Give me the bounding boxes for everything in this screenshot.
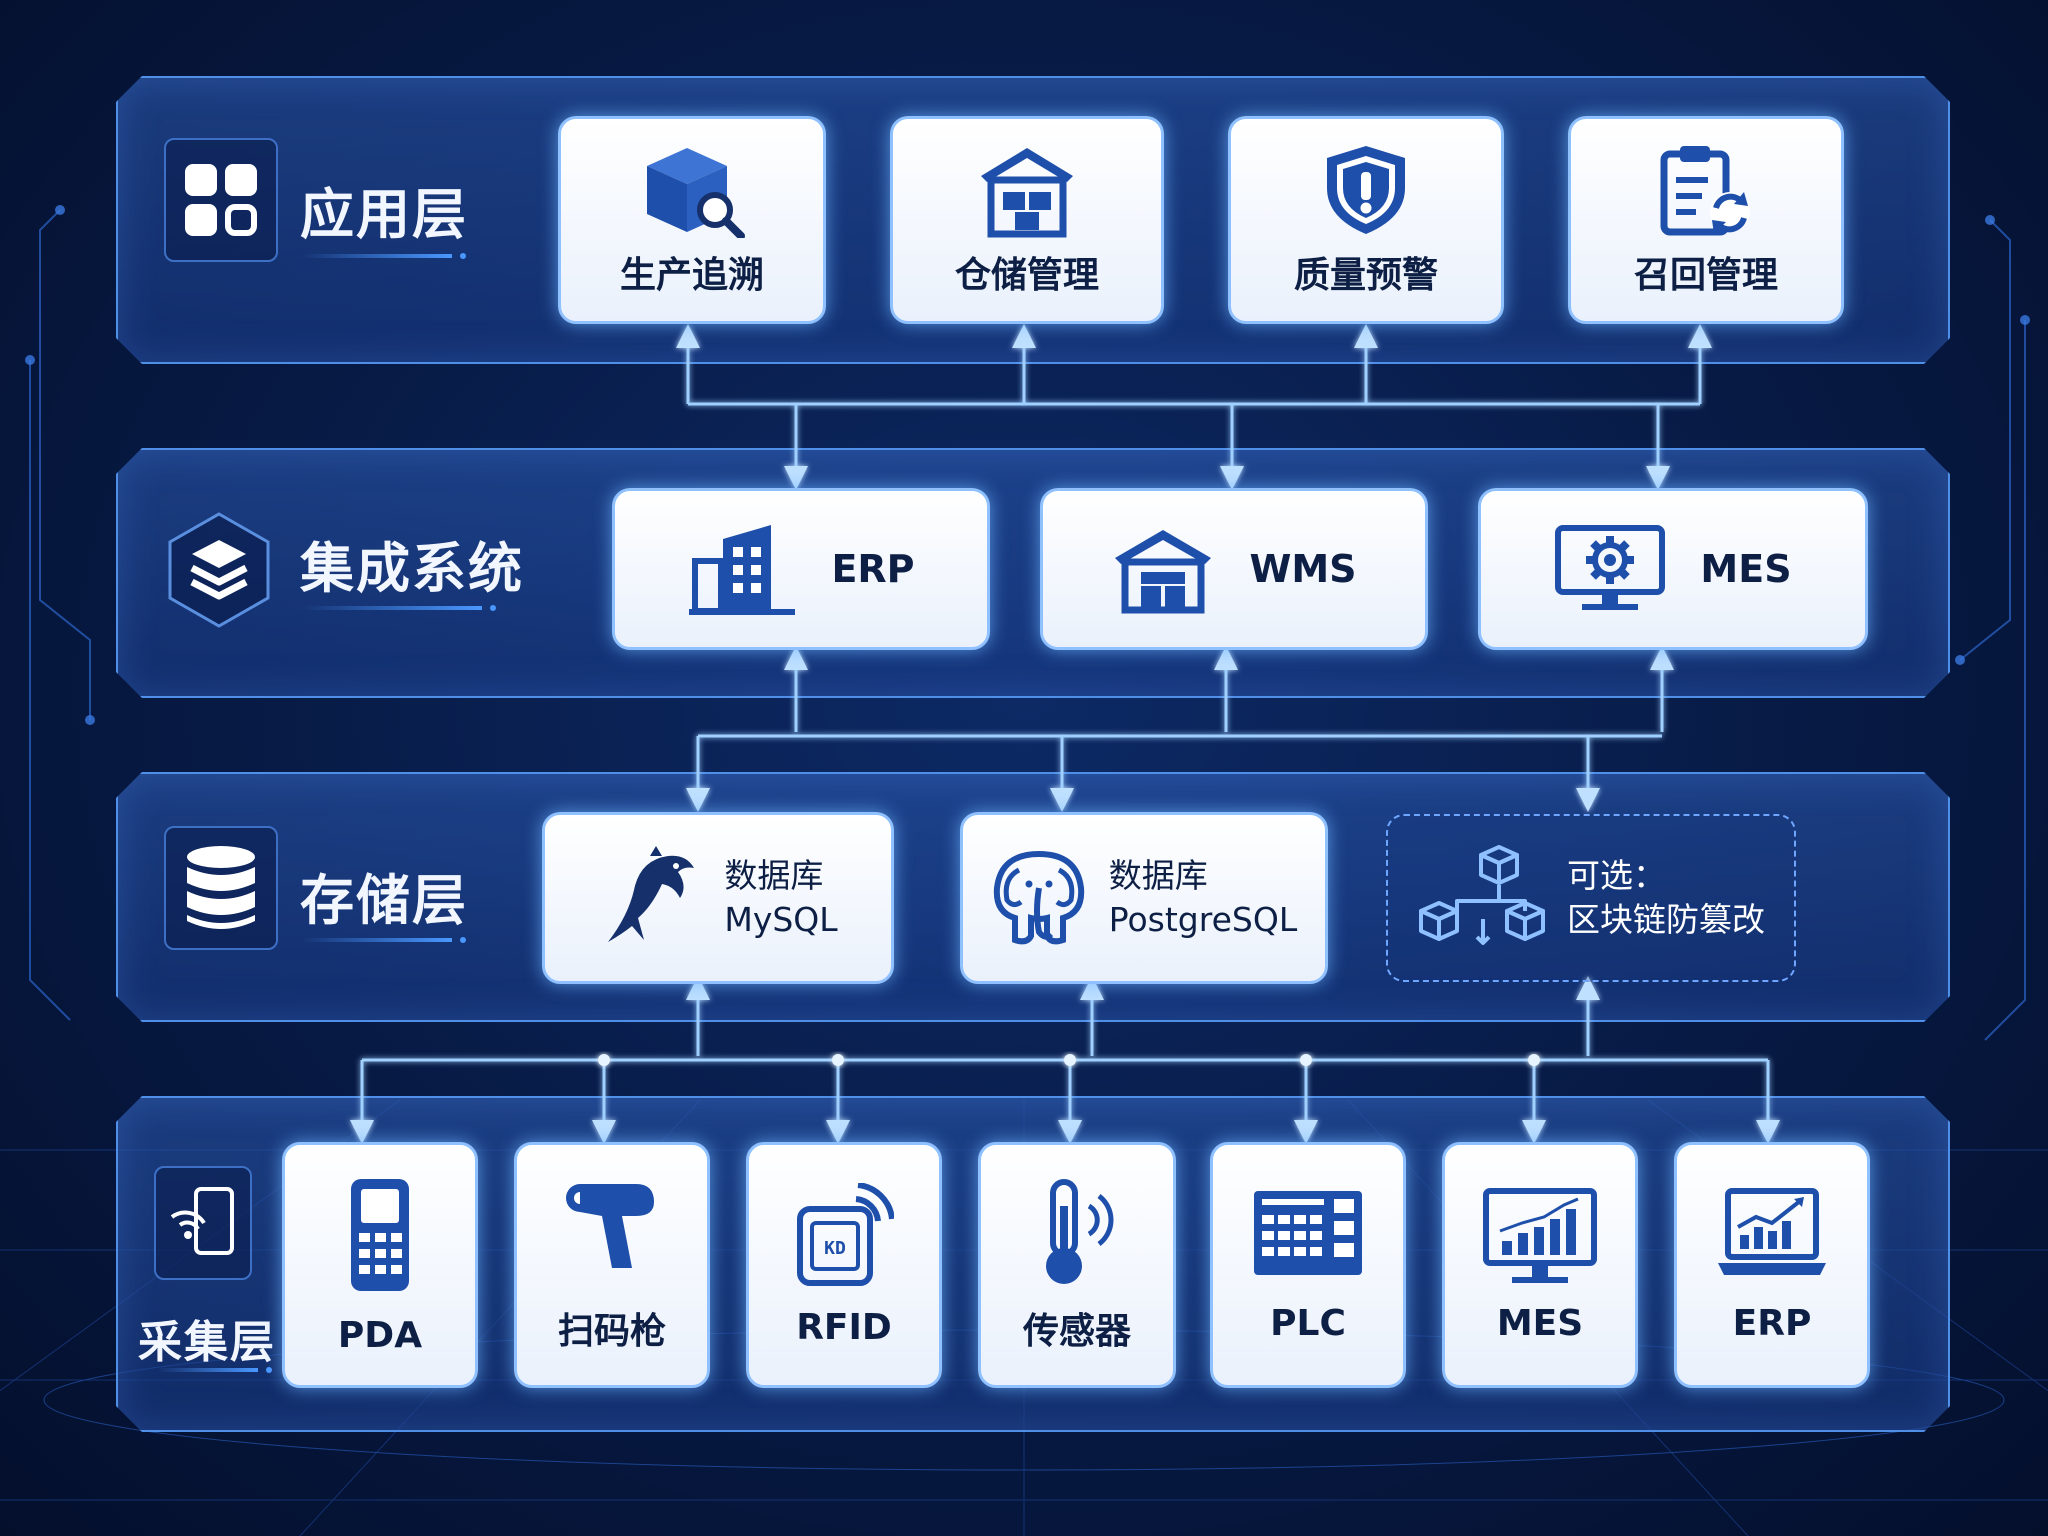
plc-panel-icon (1250, 1187, 1366, 1279)
application-layer-title: 应用层 (300, 183, 468, 246)
module-label: 质量预警 (1293, 255, 1438, 296)
optional-blockchain-box[interactable]: 可选： 区块链防篡改 (1386, 814, 1796, 982)
device-label: 扫码枪 (557, 1311, 666, 1352)
clipboard-refresh-icon (1656, 142, 1756, 238)
device-label: PLC (1270, 1302, 1346, 1344)
scanner-gun-icon (562, 1176, 662, 1276)
device-card-pda[interactable]: PDA (282, 1142, 478, 1388)
device-label: PDA (337, 1314, 423, 1356)
device-card-erp[interactable]: ERP (1674, 1142, 1870, 1388)
module-card-quality-alert[interactable]: 质量预警 (1228, 116, 1504, 324)
database-card-mysql[interactable]: 数据库 MySQL (542, 812, 894, 984)
optional-label: 可选： 区块链防篡改 (1567, 854, 1765, 942)
device-label: 传感器 (1022, 1311, 1131, 1352)
title-underline (302, 254, 452, 258)
system-label: WMS (1249, 547, 1357, 591)
module-card-recall[interactable]: 召回管理 (1568, 116, 1844, 324)
database-kind: 数据库 (1108, 856, 1208, 895)
laptop-chart-icon (1716, 1187, 1828, 1283)
svg-text:KD: KD (824, 1238, 846, 1259)
device-card-rfid[interactable]: KD RFID (746, 1142, 942, 1388)
optional-name: 区块链防篡改 (1567, 900, 1765, 939)
database-kind: 数据库 (724, 856, 824, 895)
module-card-production-trace[interactable]: 生产追溯 (558, 116, 826, 324)
optional-prefix: 可选： (1567, 856, 1666, 895)
module-label: 召回管理 (1633, 255, 1778, 296)
system-card-mes[interactable]: MES (1478, 488, 1868, 650)
warehouse-icon (1111, 524, 1215, 614)
system-card-erp[interactable]: ERP (612, 488, 990, 650)
device-card-sensor[interactable]: 传感器 (978, 1142, 1176, 1388)
device-label: MES (1496, 1302, 1584, 1344)
system-label: MES (1700, 547, 1792, 591)
system-card-wms[interactable]: WMS (1040, 488, 1428, 650)
storage-layer-title: 存储层 (300, 869, 468, 932)
blockchain-cubes-icon (1417, 843, 1547, 953)
grid-icon (164, 138, 278, 262)
database-label: 数据库 MySQL (724, 854, 837, 942)
title-underline (158, 1368, 258, 1372)
database-card-postgresql[interactable]: 数据库 PostgreSQL (960, 812, 1328, 984)
device-card-plc[interactable]: PLC (1210, 1142, 1406, 1388)
monitor-chart-icon (1482, 1187, 1598, 1287)
system-label: ERP (831, 547, 915, 591)
collection-layer-title: 采集层 (138, 1317, 276, 1368)
device-label: RFID (796, 1306, 892, 1348)
module-label: 生产追溯 (619, 255, 764, 296)
building-icon (687, 521, 797, 617)
database-name: PostgreSQL (1108, 900, 1298, 939)
thermometer-icon (1027, 1176, 1127, 1288)
package-search-icon (637, 142, 747, 238)
integration-layer-title: 集成系统 (300, 537, 524, 600)
module-label: 仓储管理 (954, 255, 1099, 296)
handheld-icon (345, 1175, 415, 1295)
database-name: MySQL (724, 900, 838, 939)
title-underline (302, 938, 452, 942)
warehouse-icon (977, 142, 1077, 238)
rfid-tag-icon: KD (794, 1182, 894, 1287)
nfc-icon (154, 1166, 252, 1280)
database-label: 数据库 PostgreSQL (1109, 854, 1297, 942)
module-card-warehouse[interactable]: 仓储管理 (890, 116, 1164, 324)
device-card-scanner[interactable]: 扫码枪 (514, 1142, 710, 1388)
monitor-gear-icon (1554, 524, 1666, 614)
device-label: ERP (1732, 1302, 1812, 1344)
stack-icon (164, 510, 274, 630)
shield-alert-icon (1321, 142, 1411, 238)
elephant-icon (991, 848, 1087, 948)
database-icon (164, 826, 278, 950)
device-card-mes[interactable]: MES (1442, 1142, 1638, 1388)
title-underline (302, 606, 482, 610)
dolphin-icon (598, 846, 698, 950)
